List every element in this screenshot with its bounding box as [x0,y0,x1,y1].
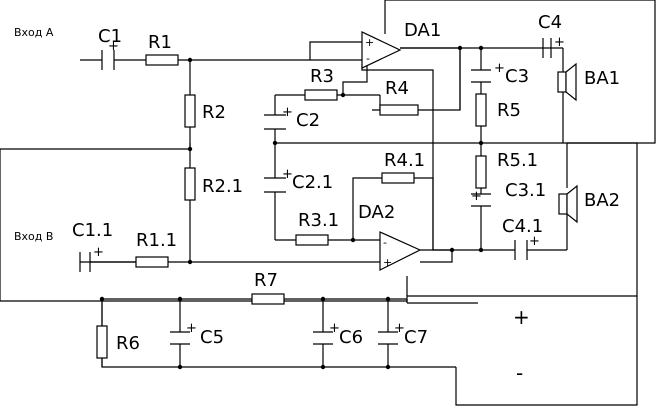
resistor-r5 [475,93,487,127]
label-c7: C7 [404,327,428,348]
label-r6: R6 [116,333,140,354]
resistor-r5-1 [475,155,487,189]
da1-minus-pin: - [366,52,370,65]
label-c3-1: C3.1 [505,180,546,201]
resistors [96,54,487,359]
input-a-label: Вход А [14,26,54,39]
capacitor-c3 [471,69,491,83]
label-r1-1: R1.1 [136,230,177,251]
capacitor-c5 [170,331,190,345]
capacitors [79,38,552,345]
label-r1: R1 [148,32,172,53]
resistor-r1 [145,54,179,66]
resistor-r4 [379,104,419,116]
capacitor-c3-1 [471,193,491,207]
label-c3: C3 [505,66,529,87]
resistor-r3-1 [295,234,329,246]
minus-rail [455,296,638,406]
label-r5: R5 [497,100,521,121]
label-da2: DA2 [358,202,395,223]
label-c4-1: C4.1 [502,216,543,237]
capacitor-c2-1 [264,177,286,193]
speaker-ba2 [558,184,578,224]
label-r4-1: R4.1 [384,150,425,171]
da2-minus-pin: - [383,236,387,249]
junctions [99,45,484,370]
label-r2-1: R2.1 [202,176,243,197]
c2-1-polarity: + [282,167,293,182]
opamp-da2: - + [379,231,422,271]
label-c1: C1 [98,26,122,47]
label-ba2: BA2 [584,190,620,211]
resistor-r1-1 [135,256,169,268]
input-b-label: Вход В [14,230,53,243]
resistor-r4-1 [381,172,415,184]
da1-plus-pin: + [365,36,374,49]
capacitor-c4-1 [514,240,528,260]
label-ba1: BA1 [584,68,620,89]
capacitor-c1 [101,50,115,70]
da2-plus-pin: + [383,256,392,269]
label-c5: C5 [200,327,224,348]
c4-polarity: + [554,35,565,50]
label-c1-1: C1.1 [72,220,113,241]
power-plus-label: + [513,305,530,329]
label-r5-1: R5.1 [497,150,538,171]
label-da1: DA1 [404,20,441,41]
label-r4: R4 [385,78,409,99]
capacitor-c4 [542,38,552,58]
label-c4: C4 [538,12,562,33]
power-minus-label: - [516,361,523,385]
resistor-r6 [96,325,108,359]
capacitor-c2 [264,114,286,130]
c2-polarity: + [282,105,293,120]
c1-polarity: + [108,39,119,54]
label-c2: C2 [296,110,320,131]
label-r7: R7 [254,270,278,291]
resistor-r2 [184,94,196,128]
capacitor-c6 [313,331,333,345]
label-c6: C6 [339,327,363,348]
c7-polarity: + [394,321,405,336]
c5-polarity: + [186,321,197,336]
capacitor-c7 [378,331,398,345]
label-c2-1: C2.1 [292,172,333,193]
label-r2: R2 [202,102,226,123]
speaker-ba1 [557,62,577,102]
resistor-r3 [304,89,338,101]
c3-polarity: + [494,61,505,76]
resistor-r2-1 [184,167,196,201]
polarity-marks: + + + + + + + + + + + [93,35,565,336]
c3-1-polarity: + [471,189,482,204]
c4-1-polarity: + [529,234,540,249]
resistor-r7 [251,293,285,305]
capacitor-c1-1 [79,252,136,272]
c1-1-polarity: + [93,245,104,260]
opamp-da1: + - [361,31,402,69]
label-r3: R3 [310,66,334,87]
labels: Вход А Вход В C1 R1 R2 R2.1 DA1 C4 C3 BA… [14,12,620,385]
label-r3-1: R3.1 [298,210,339,231]
c6-polarity: + [329,321,340,336]
